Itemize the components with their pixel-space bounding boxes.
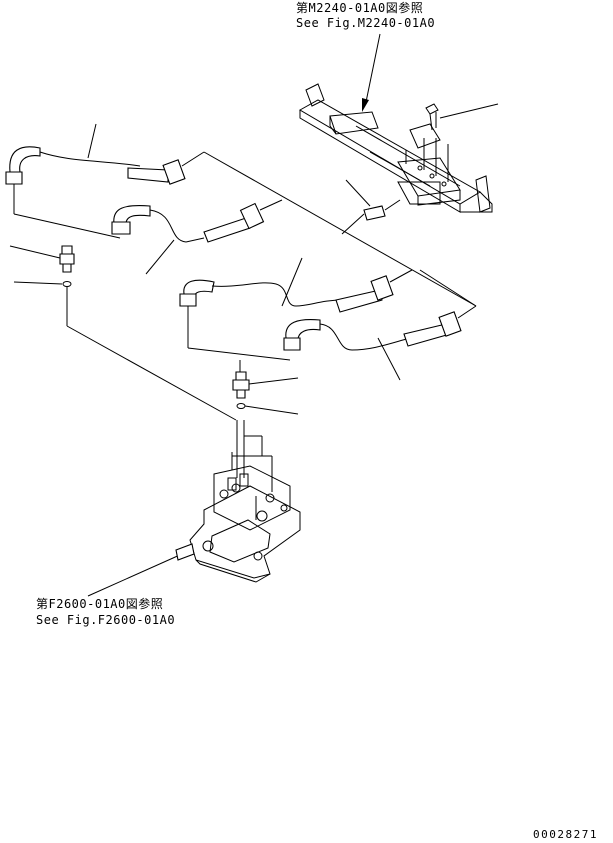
bracket-assembly <box>300 84 498 212</box>
sensor-left <box>10 246 236 420</box>
ref-arrow-top <box>362 34 380 112</box>
sensor-lower <box>233 372 298 478</box>
ref-top-en: See Fig.M2240-01A0 <box>296 16 436 30</box>
valve-body <box>176 436 300 582</box>
ref-bottom-en: See Fig.F2600-01A0 <box>36 613 176 627</box>
harness-upper <box>6 124 476 306</box>
drawing-number: 00028271 <box>533 828 598 841</box>
ref-arrow-bottom <box>88 550 192 596</box>
ref-top-jp: 第M2240-01A0図参照 <box>296 1 424 15</box>
ref-bottom-jp: 第F2600-01A0図参照 <box>36 597 164 611</box>
sensor-upper-right <box>346 180 400 220</box>
harness-lower <box>180 258 476 380</box>
